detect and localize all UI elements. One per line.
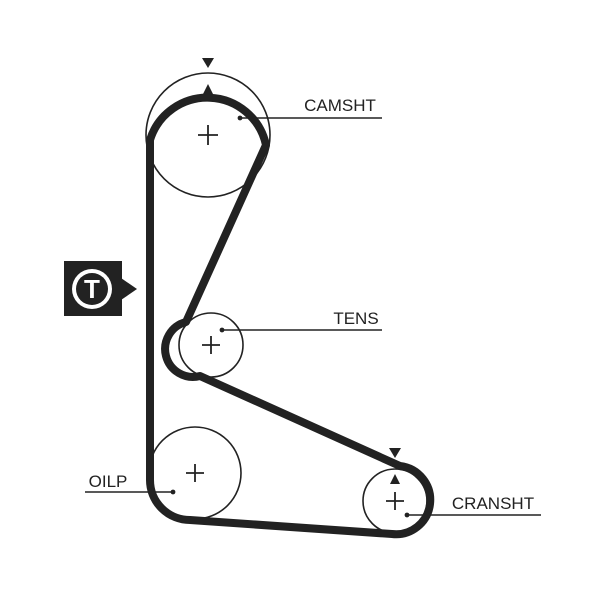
crankshaft-timing-mark bbox=[389, 448, 401, 484]
badge-letter: T bbox=[84, 274, 100, 304]
camshaft-label: CAMSHT bbox=[304, 96, 376, 115]
timing-belt bbox=[146, 93, 435, 539]
crankshaft-callout: CRANSHT bbox=[404, 494, 541, 518]
tensioner-badge: T bbox=[64, 261, 137, 316]
camshaft-timing-mark bbox=[202, 58, 214, 94]
oil-pump-label: OILP bbox=[89, 472, 128, 491]
camshaft-callout: CAMSHT bbox=[237, 96, 382, 121]
oil-pump-callout: OILP bbox=[85, 472, 176, 495]
tensioner-label: TENS bbox=[333, 309, 378, 328]
tensioner-callout: TENS bbox=[219, 309, 382, 333]
crankshaft-label: CRANSHT bbox=[452, 494, 534, 513]
